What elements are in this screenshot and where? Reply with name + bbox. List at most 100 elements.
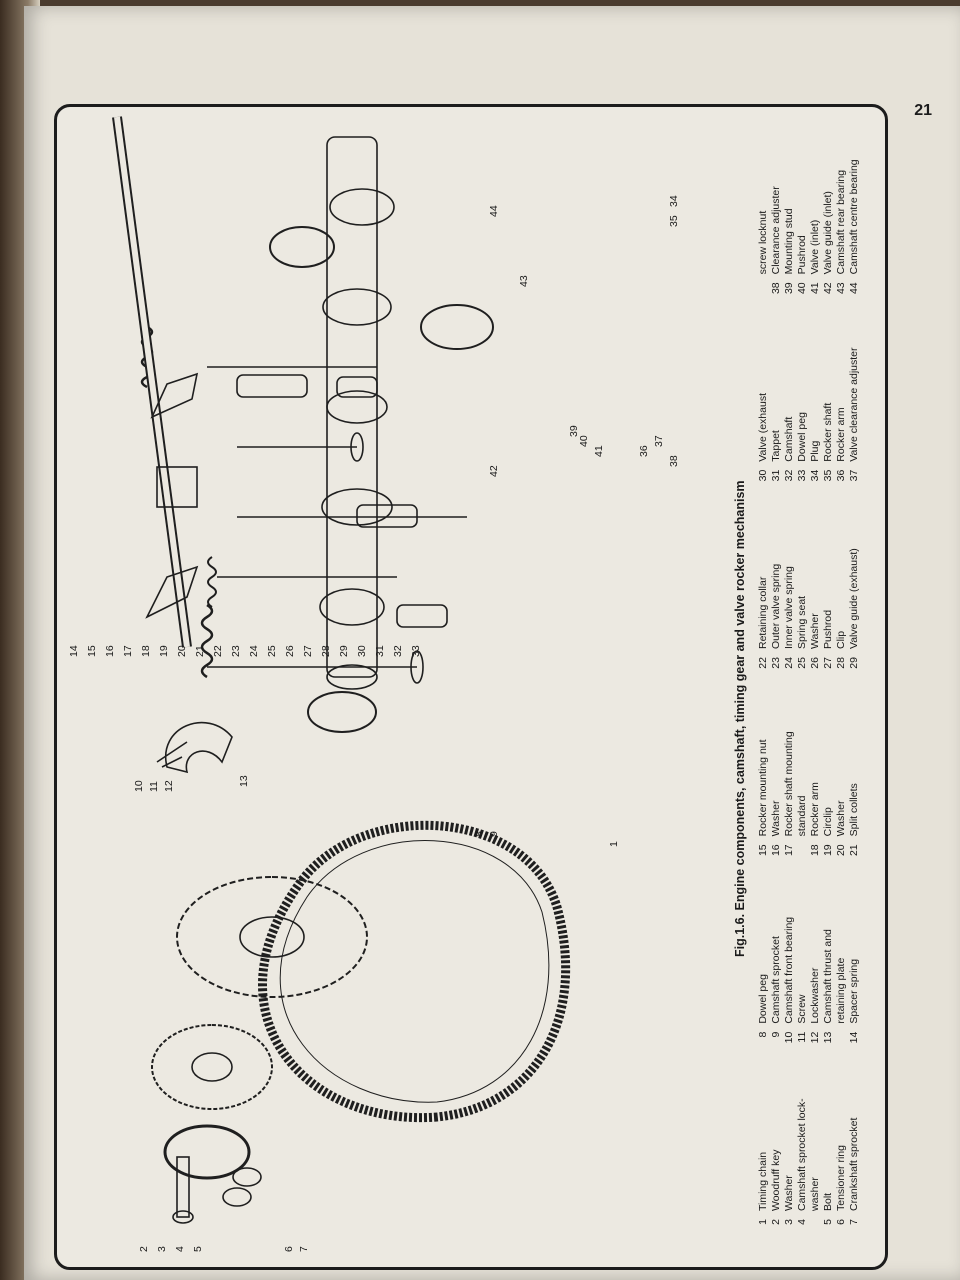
- legend-part-name: Timing chain: [757, 1151, 769, 1211]
- callout-number: 25: [266, 645, 278, 657]
- legend-part-name: Spacer spring: [848, 958, 860, 1024]
- legend-part-number: [757, 282, 770, 300]
- callout-number: 17: [122, 645, 134, 657]
- legend-part-name: Camshaft rear bearing: [835, 169, 847, 275]
- legend-part-name: Dowel peg: [757, 974, 769, 1024]
- legend-part-number: [796, 844, 809, 862]
- callout-number: 12: [163, 780, 175, 792]
- legend-part-name: Crankshaft sprocket: [848, 1117, 860, 1211]
- legend-part-name: Tensioner ring: [835, 1145, 847, 1211]
- rocker-arm-drawing: [145, 565, 199, 619]
- callout-number: 27: [302, 645, 314, 657]
- legend-part-number: 38: [770, 282, 782, 295]
- page-number: 21: [914, 102, 932, 119]
- callout-number: 43: [518, 275, 530, 287]
- callout-number: 23: [230, 645, 242, 657]
- legend-part-name: Inner valve spring: [783, 566, 795, 650]
- callout-number: 28: [320, 645, 332, 657]
- legend-part-name: Camshaft thrust and: [822, 929, 834, 1024]
- legend-part-number: 2: [770, 1219, 782, 1225]
- legend-part-name: Tappet: [770, 430, 782, 462]
- legend-part-number: 43: [835, 282, 847, 295]
- legend-part-number: 11: [796, 1031, 808, 1043]
- legend-part-name: screw locknut: [757, 210, 769, 275]
- valve-spring-drawing: [200, 603, 214, 679]
- legend-row: standard: [796, 689, 809, 862]
- legend-part-number: 3: [783, 1219, 795, 1225]
- legend-part-number: 27: [822, 657, 834, 669]
- legend-part-number: 20: [835, 844, 847, 857]
- camshaft-centre-bearing-drawing: [420, 304, 494, 350]
- legend-part-number: 30: [757, 469, 769, 482]
- legend-row: 28 Clip: [835, 502, 848, 675]
- legend-part-name: Washer: [770, 800, 782, 837]
- legend-part-number: 19: [822, 844, 834, 857]
- legend-part-name: Camshaft sprocket lock-: [796, 1098, 808, 1211]
- legend-row: 7 Crankshaft sprocket: [848, 1064, 861, 1237]
- legend-part-name: Spring seat: [796, 595, 808, 650]
- bolt-drawing: [176, 1156, 190, 1218]
- legend-row: retaining plate: [835, 876, 848, 1049]
- legend-part-number: 17: [783, 844, 795, 857]
- legend-part-name: washer: [809, 1177, 821, 1211]
- callout-number: 1: [608, 841, 620, 847]
- rocker-standard-drawing: [156, 466, 198, 508]
- callout-number: 15: [86, 645, 98, 657]
- legend-part-name: Pushrod: [822, 609, 834, 650]
- legend-part-number: 31: [770, 469, 782, 482]
- legend-part-number: 16: [770, 844, 782, 857]
- legend-part-number: 41: [809, 282, 821, 295]
- callout-number: 4: [174, 1246, 186, 1252]
- legend-part-number: 26: [809, 657, 821, 669]
- legend-part-number: 35: [822, 469, 834, 482]
- callout-number: 3: [156, 1246, 168, 1252]
- legend-part-name: Clip: [835, 630, 847, 650]
- legend-part-name: Split collets: [848, 783, 860, 837]
- legend-part-number: 7: [848, 1219, 860, 1225]
- legend-part-name: Rocker shaft mounting: [783, 731, 795, 837]
- legend-part-name: Circlip: [822, 807, 834, 837]
- callout-number: 38: [668, 455, 680, 467]
- callout-number: 9: [488, 831, 500, 837]
- legend-part-number: 37: [848, 469, 860, 482]
- callout-number: 33: [410, 645, 422, 657]
- legend-part-number: 9: [770, 1031, 782, 1038]
- thrust-plate-drawing: [164, 721, 233, 774]
- legend-part-name: Mounting stud: [783, 208, 795, 275]
- legend-part-number: 23: [770, 657, 782, 669]
- legend-part-number: 42: [822, 282, 834, 295]
- callout-number: 35: [668, 215, 680, 227]
- legend-part-number: 32: [783, 469, 795, 482]
- legend-row: 31 Tappet: [770, 314, 783, 487]
- callout-number: 18: [140, 645, 152, 657]
- legend-part-name: retaining plate: [835, 957, 847, 1024]
- legend-part-name: Valve guide (exhaust): [848, 548, 860, 650]
- legend-part-number: [809, 1219, 822, 1237]
- legend-part-number: 28: [835, 657, 847, 669]
- legend-part-name: standard: [796, 795, 808, 837]
- legend-row: 27 Pushrod: [822, 502, 835, 675]
- exploded-diagram: 1234567891011121314151617181920212223242…: [68, 116, 680, 1252]
